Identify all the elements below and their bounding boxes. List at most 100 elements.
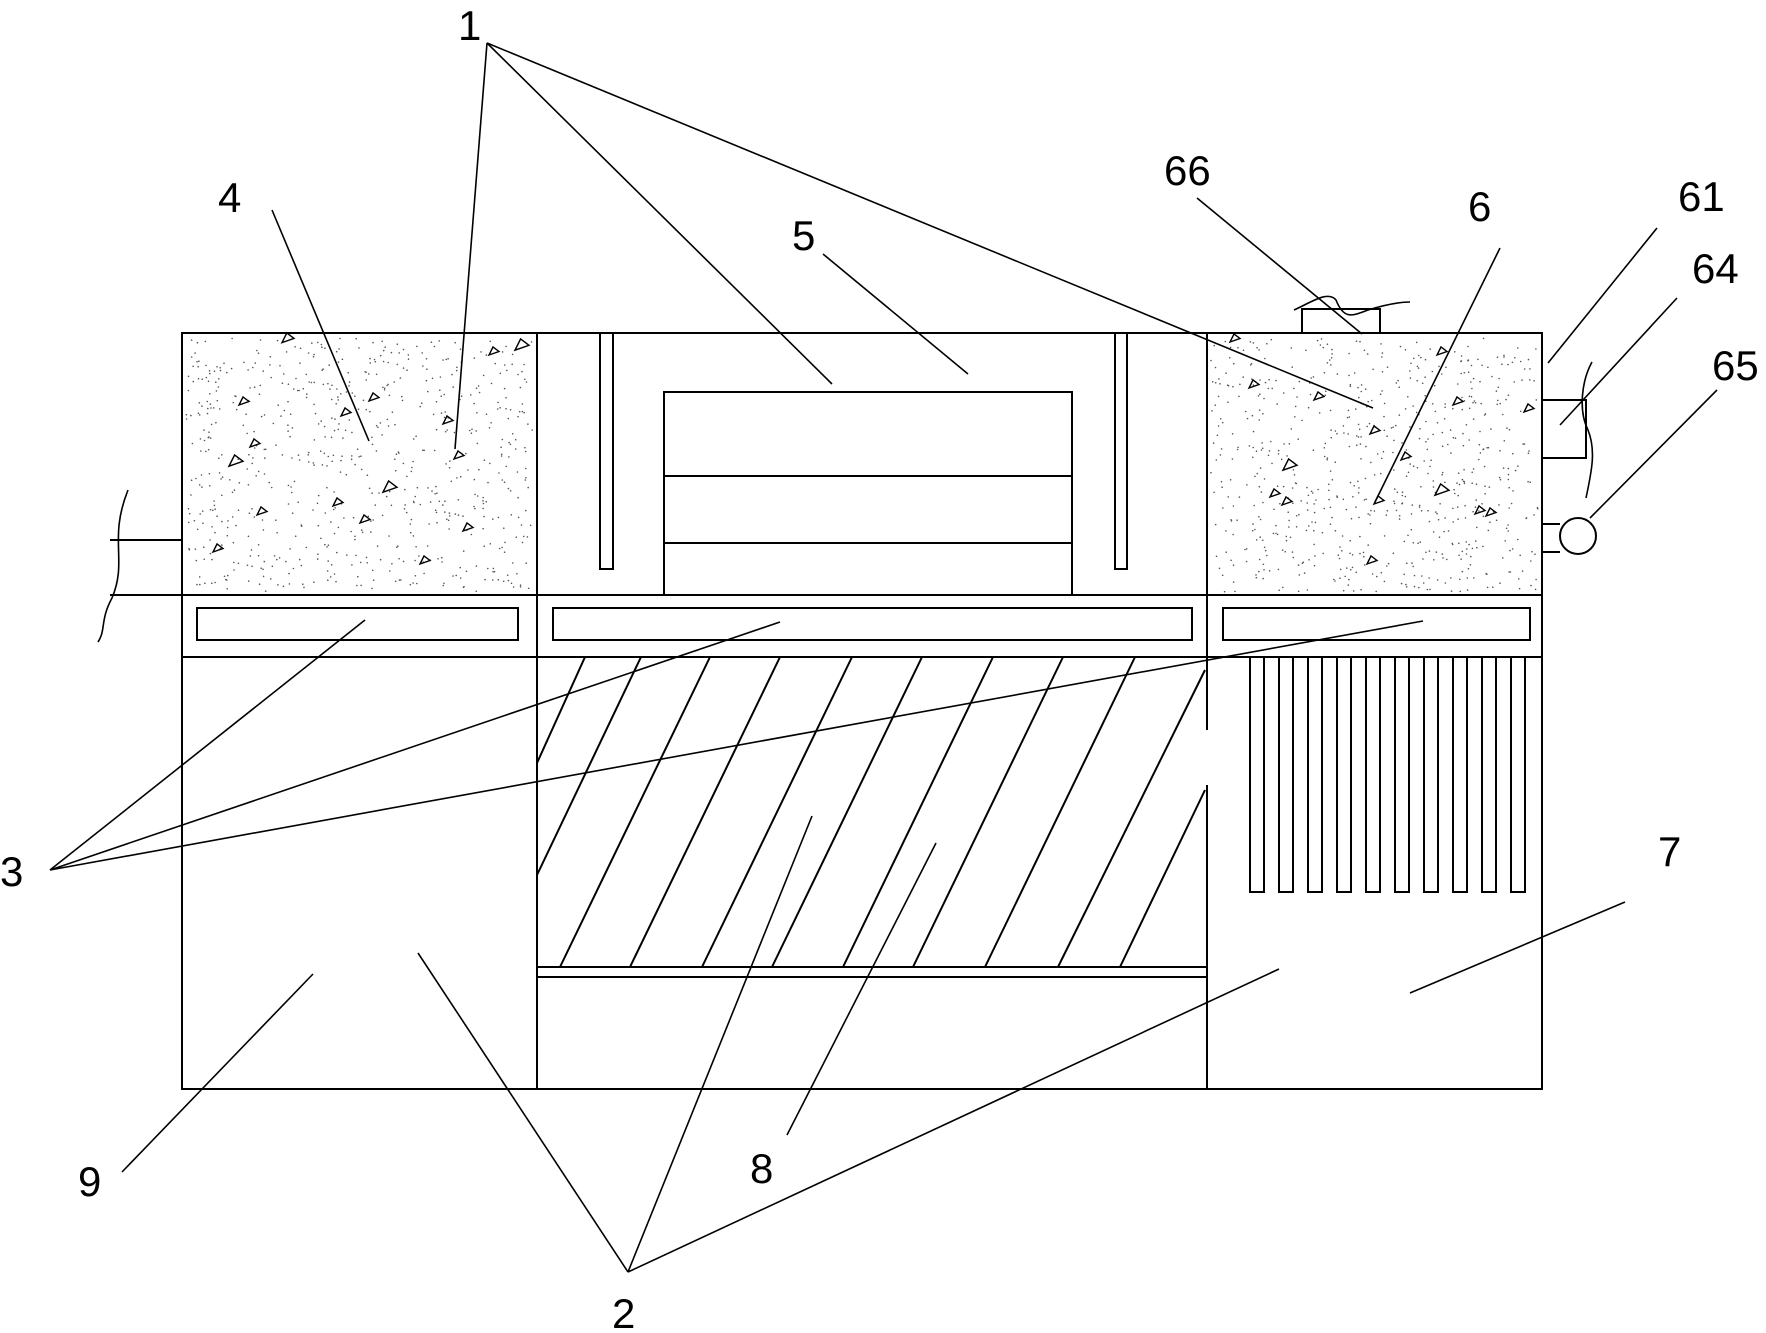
grain-dot (435, 485, 437, 488)
grain-triangle (227, 453, 245, 468)
grain-dot (209, 393, 211, 395)
inclined-plate (1119, 789, 1206, 968)
grain-dot (523, 411, 525, 414)
grain-dot (1263, 546, 1266, 549)
grain-dot (1313, 503, 1315, 505)
grain-dot (524, 446, 526, 449)
grain-dot (262, 370, 265, 372)
grain-dot (1326, 458, 1328, 461)
grain-dot (287, 484, 290, 487)
grain-dot (253, 516, 256, 518)
grain-dot (326, 486, 328, 489)
grain-dot (185, 418, 188, 420)
grain-dot (484, 578, 486, 581)
grain-dot (381, 434, 383, 436)
grain-dot (317, 341, 319, 344)
grain-dot (1467, 371, 1470, 374)
grain-dot (257, 544, 260, 546)
grain-dot (379, 558, 382, 561)
grain-dot (443, 582, 445, 585)
grain-dot (473, 505, 475, 508)
grain-dot (1425, 420, 1427, 423)
grain-dot (1491, 375, 1493, 378)
grain-dot (1405, 586, 1408, 588)
grain-dot (1220, 448, 1223, 450)
grain-dot (1226, 384, 1229, 387)
grain-dot (1461, 550, 1464, 553)
grain-dot (344, 429, 347, 432)
grain-dot (324, 347, 326, 350)
grain-dot (399, 377, 402, 379)
grain-dot (320, 343, 323, 346)
grain-dot (1339, 568, 1342, 571)
grain-dot (1260, 449, 1263, 451)
grain-dot (298, 459, 301, 461)
grain-dot (1296, 396, 1298, 398)
grain-dot (489, 462, 491, 465)
grain-dot (1413, 574, 1416, 577)
grain-dot (323, 452, 326, 455)
grain-dot (1352, 590, 1355, 592)
grain-dot (235, 408, 238, 411)
grain-dot (1211, 381, 1214, 383)
grain-dot (1395, 509, 1398, 512)
grain-dot (1292, 556, 1294, 559)
grain-dot (1306, 486, 1308, 489)
grain-dot (1285, 535, 1288, 538)
grain-dot (517, 373, 519, 376)
tube-bundle (1249, 656, 1526, 893)
grain-dot (471, 428, 473, 431)
grain-dot (1463, 400, 1466, 402)
grain-dot (488, 427, 491, 429)
grain-dot (366, 474, 369, 477)
grain-dot (1427, 438, 1429, 440)
grain-dot (1216, 434, 1219, 437)
grain-dot (412, 535, 415, 537)
grain-dot (1405, 449, 1408, 451)
grain-dot (316, 502, 319, 505)
grain-dot (1329, 523, 1332, 525)
grain-dot (237, 509, 240, 512)
grain-dot (1475, 483, 1478, 486)
grain-dot (426, 545, 429, 547)
grain-dot (1242, 349, 1245, 352)
grain-dot (1348, 416, 1351, 418)
grain-dot (1218, 567, 1221, 570)
grain-dot (1221, 486, 1223, 489)
grain-dot (445, 463, 447, 465)
grain-dot (529, 524, 532, 527)
grain-dot (1441, 471, 1444, 474)
grain-triangle (1281, 457, 1299, 472)
grain-dot (209, 539, 211, 541)
grain-dot (285, 351, 288, 353)
tube (1452, 656, 1468, 893)
grain-dot (402, 462, 405, 465)
grain-dot (252, 457, 254, 459)
grain-dot (283, 409, 286, 412)
grain-dot (1360, 436, 1362, 438)
grain-dot (324, 543, 326, 546)
grain-dot (308, 461, 310, 463)
grain-dot (1346, 567, 1348, 569)
grain-dot (196, 528, 199, 531)
grain-dot (1355, 506, 1357, 508)
grain-dot (1315, 499, 1317, 501)
grain-dot (1305, 349, 1307, 352)
grain-dot (326, 570, 329, 572)
grain-dot (1303, 572, 1306, 574)
grain-dot (1331, 353, 1333, 355)
grain-dot (506, 369, 508, 372)
grain-dot (1320, 338, 1323, 340)
tube (1307, 656, 1323, 893)
grain-dot (1239, 383, 1241, 386)
grain-dot (1527, 480, 1529, 483)
grain-dot (1387, 562, 1390, 565)
grain-dot (201, 486, 203, 488)
grain-dot (1331, 348, 1333, 351)
grain-dot (1221, 421, 1224, 424)
grain-dot (1263, 397, 1265, 400)
grain-dot (1339, 577, 1341, 579)
grain-dot (225, 579, 228, 581)
grain-dot (369, 357, 371, 360)
grain-dot (452, 575, 454, 577)
